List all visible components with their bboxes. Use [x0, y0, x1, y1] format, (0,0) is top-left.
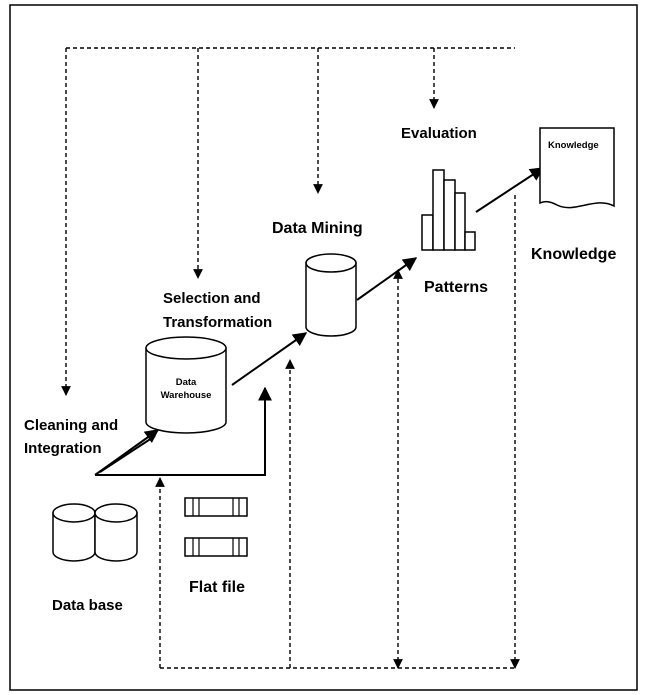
patterns-label: Patterns — [424, 279, 488, 296]
top-feedback-lines — [61, 47, 515, 396]
bottom-feedback-lines — [155, 195, 520, 669]
data-warehouse-label-line2: Warehouse — [161, 390, 212, 401]
flat-file-label: Flat file — [189, 579, 245, 596]
data-warehouse-label-line1: Data — [176, 377, 197, 388]
data-mining-label: Data Mining — [272, 220, 363, 237]
diagram-frame — [9, 4, 638, 691]
knowledge-document-icon — [539, 127, 615, 209]
data-warehouse-cylinder — [145, 336, 227, 434]
database-cylinders — [52, 503, 138, 562]
patterns-bar-icon — [421, 169, 476, 251]
flat-file-icons — [184, 497, 248, 557]
evaluation-label: Evaluation — [401, 125, 477, 142]
knowledge-document-label: Knowledge — [548, 140, 599, 151]
knowledge-label: Knowledge — [531, 246, 616, 263]
selection-label-line2: Transformation — [163, 314, 272, 331]
cleaning-label-line1: Cleaning and — [24, 417, 118, 434]
data-mining-cylinder — [305, 253, 357, 337]
cleaning-label-line2: Integration — [24, 440, 102, 457]
process-arrows — [94, 167, 545, 476]
data-base-label: Data base — [52, 597, 123, 614]
selection-label-line1: Selection and — [163, 290, 261, 307]
